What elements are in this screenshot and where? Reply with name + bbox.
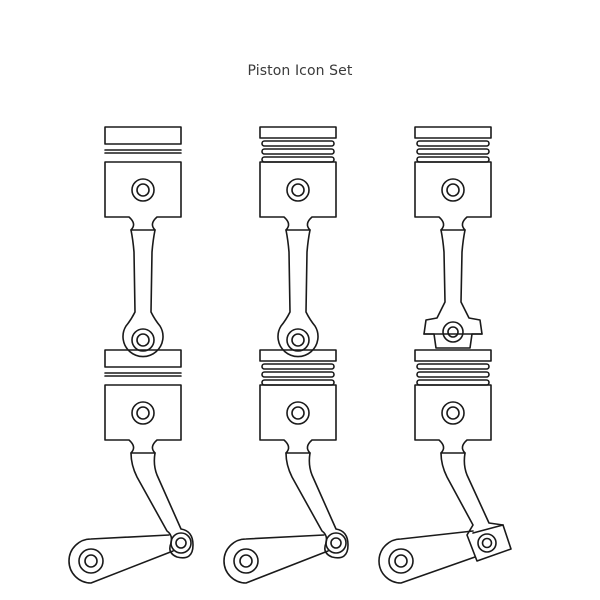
piston-rings-cap-crank-icon xyxy=(378,349,512,584)
piston-rings-crank-icon xyxy=(223,349,349,584)
piston-rings-rod-icon xyxy=(259,126,337,358)
piston-rings-cap-rod-icon xyxy=(414,126,492,349)
piston-rod-icon xyxy=(104,126,182,358)
page-title: Piston Icon Set xyxy=(247,63,353,79)
piston-crank-icon xyxy=(68,349,194,584)
